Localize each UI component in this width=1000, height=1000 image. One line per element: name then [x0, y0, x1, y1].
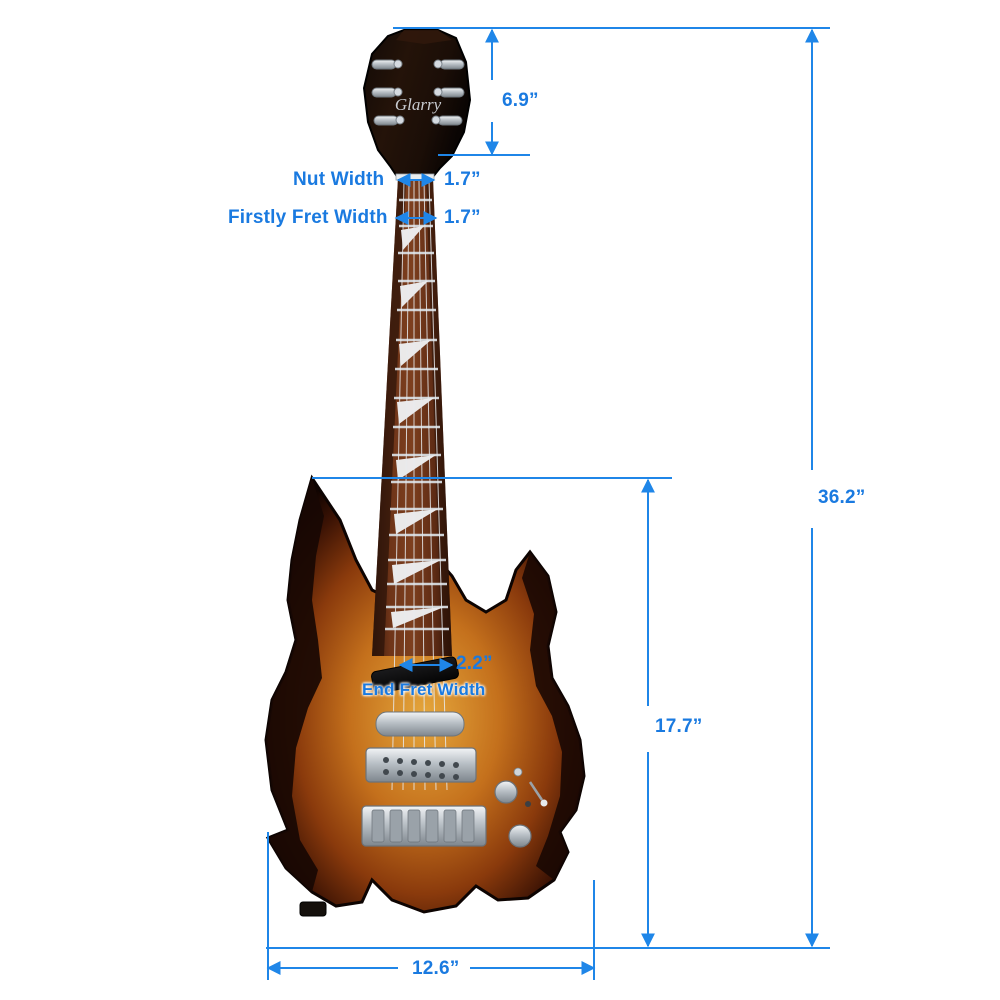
tone-knob — [508, 824, 532, 848]
label-nut-width-value: 1.7” — [444, 169, 481, 190]
label-body-length: 17.7” — [655, 716, 703, 737]
guitar-nut — [395, 173, 435, 181]
guitar-headstock: Glarry — [362, 29, 472, 181]
label-total-length: 36.2” — [818, 487, 866, 508]
guitar-neck — [372, 178, 452, 791]
label-body-width: 12.6” — [412, 958, 460, 979]
label-end-fret-width-text: End Fret Width — [362, 680, 486, 699]
guitar-hardware — [299, 656, 548, 917]
output-jack — [299, 901, 327, 917]
label-first-fret-width-text: Firstly Fret Width — [228, 207, 388, 228]
label-nut-width-text: Nut Width — [293, 169, 385, 190]
label-headstock-length: 6.9” — [502, 90, 539, 111]
brand-text: Glarry — [395, 95, 442, 114]
label-first-fret-width-value: 1.7” — [444, 207, 481, 228]
volume-knob — [494, 780, 518, 804]
label-end-fret-width-value: 2.2” — [456, 653, 493, 674]
